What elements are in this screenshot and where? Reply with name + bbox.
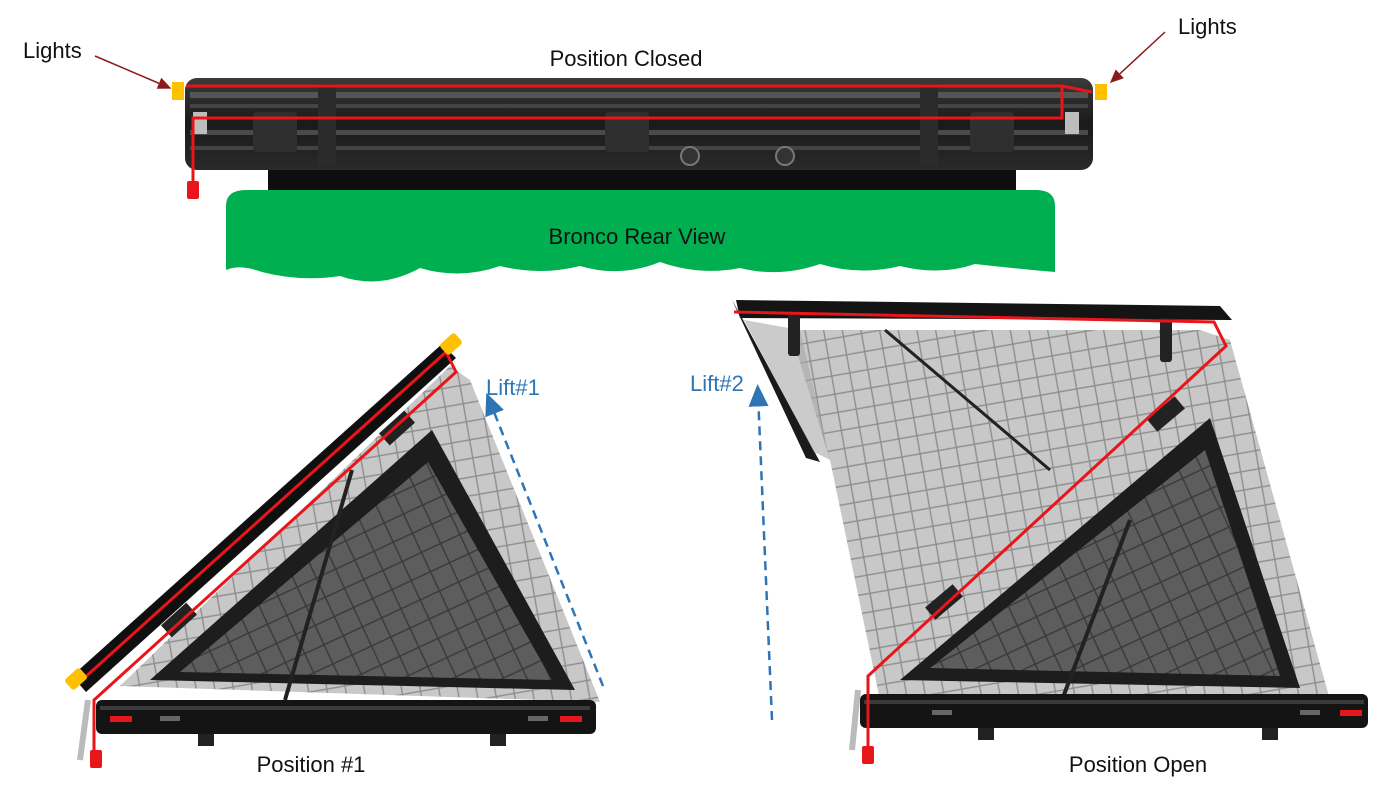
closed-wire-plug bbox=[187, 181, 199, 199]
lift-2-label: Lift#2 bbox=[690, 371, 744, 396]
lift-1-arrow bbox=[485, 392, 605, 687]
lights-left-label: Lights bbox=[23, 38, 82, 63]
position-1-tent bbox=[72, 344, 600, 761]
position-closed-label: Position Closed bbox=[549, 46, 703, 71]
position-1-light-bottom bbox=[65, 668, 87, 690]
position-open-tent bbox=[732, 300, 1368, 751]
closed-wire bbox=[186, 84, 1093, 182]
position-1-light-top bbox=[440, 333, 462, 355]
lights-left-arrow bbox=[94, 55, 172, 89]
position-1-wire bbox=[80, 350, 458, 752]
position-open-label: Position Open bbox=[1068, 752, 1208, 777]
closed-light-left bbox=[172, 82, 184, 100]
bronco-rear-view-label: Bronco Rear View bbox=[548, 224, 726, 249]
position-open-wire-plug bbox=[862, 746, 874, 764]
bronco-rear-view-shape bbox=[226, 190, 1055, 282]
lights-right-label: Lights bbox=[1178, 14, 1237, 39]
lift-1-label: Lift#1 bbox=[486, 375, 540, 400]
lift-2-arrow bbox=[748, 384, 774, 721]
closed-tent bbox=[185, 78, 1093, 190]
position-open-wire bbox=[733, 310, 1228, 750]
closed-light-right bbox=[1095, 84, 1107, 100]
position-1-label: Position #1 bbox=[256, 752, 366, 777]
lights-right-arrow bbox=[1109, 31, 1166, 84]
position-1-wire-plug bbox=[90, 750, 102, 768]
